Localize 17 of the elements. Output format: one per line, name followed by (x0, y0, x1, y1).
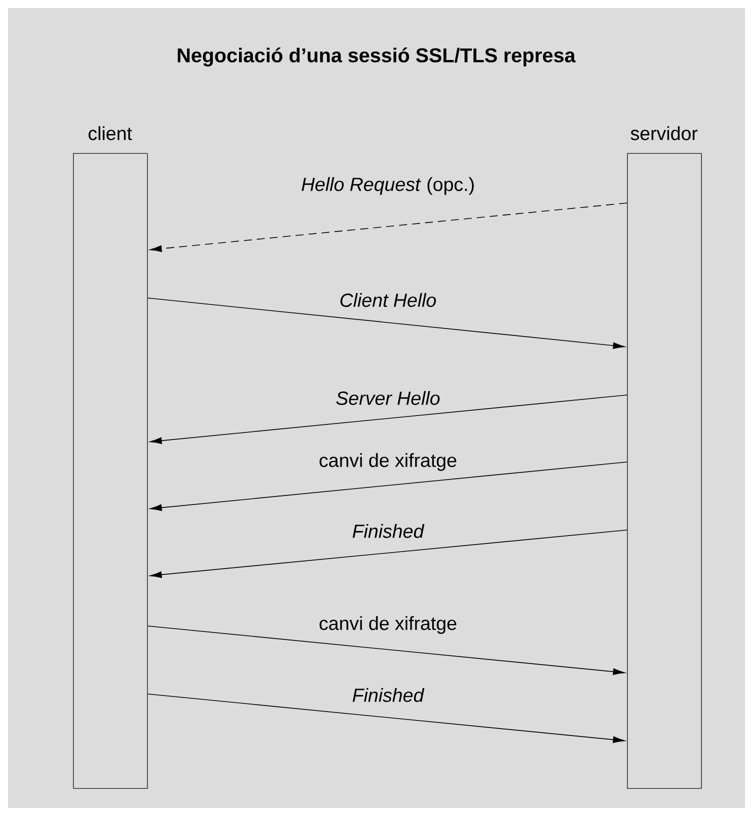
arrow (147, 694, 625, 743)
arrow (150, 462, 628, 511)
edge-label: Client Hello (338, 292, 438, 308)
edge-label: Finished (351, 523, 425, 539)
edge-label: Server Hello (334, 390, 442, 406)
edge-label: Hello Request (opc.) (300, 176, 476, 196)
edge-label: canvi de xifratge (318, 452, 458, 472)
title: Negociació d’una sessió SSL/TLS represa (178, 48, 576, 66)
arrow (147, 298, 625, 349)
arrow (150, 202, 628, 252)
arrow (150, 394, 628, 444)
edge-label: canvi de xifratge (318, 615, 458, 635)
edge-label: Finished (351, 687, 425, 703)
lifeline-heading: client (88, 126, 132, 140)
arrow (147, 626, 625, 675)
arrow (150, 530, 628, 578)
lifeline-heading: servidor (630, 126, 698, 140)
